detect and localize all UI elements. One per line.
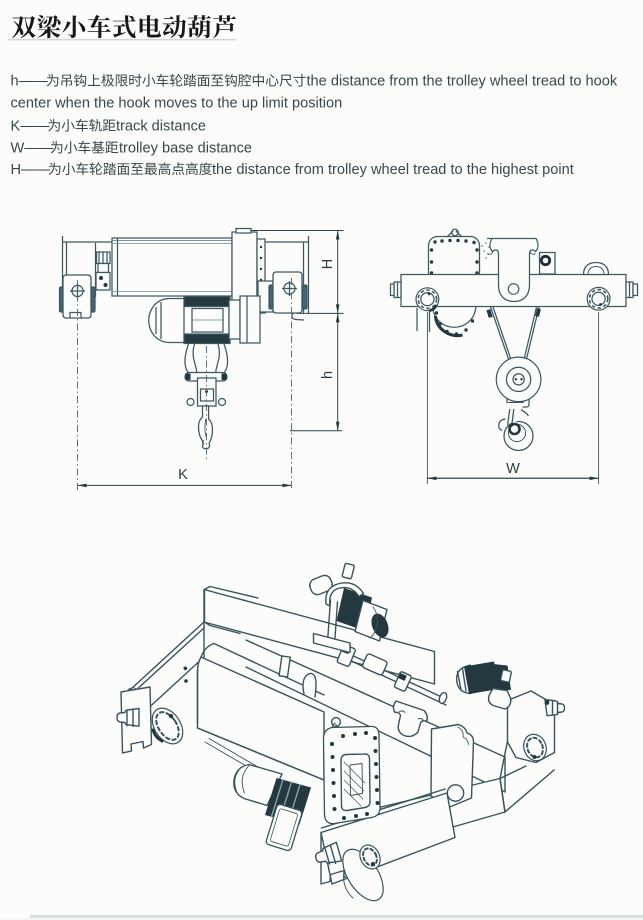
svg-text:track distance: track distance	[116, 119, 206, 135]
svg-text:K——: K——	[11, 119, 50, 135]
svg-text:the distance from trolley whee: the distance from trolley wheel tread to…	[212, 162, 574, 178]
svg-text:K: K	[178, 467, 188, 483]
svg-text:W: W	[506, 461, 520, 477]
svg-text:h: h	[320, 371, 336, 379]
svg-text:W——: W——	[11, 141, 54, 157]
svg-text:the distance from the trolley: the distance from the trolley wheel trea…	[307, 74, 618, 90]
svg-text:H: H	[320, 259, 336, 269]
svg-text:trolley base distance: trolley base distance	[119, 141, 252, 157]
svg-text:center when the hook moves to: center when the hook moves to the up lim…	[11, 96, 343, 112]
svg-text:H——: H——	[11, 162, 51, 178]
svg-text:h——: h——	[11, 74, 49, 90]
